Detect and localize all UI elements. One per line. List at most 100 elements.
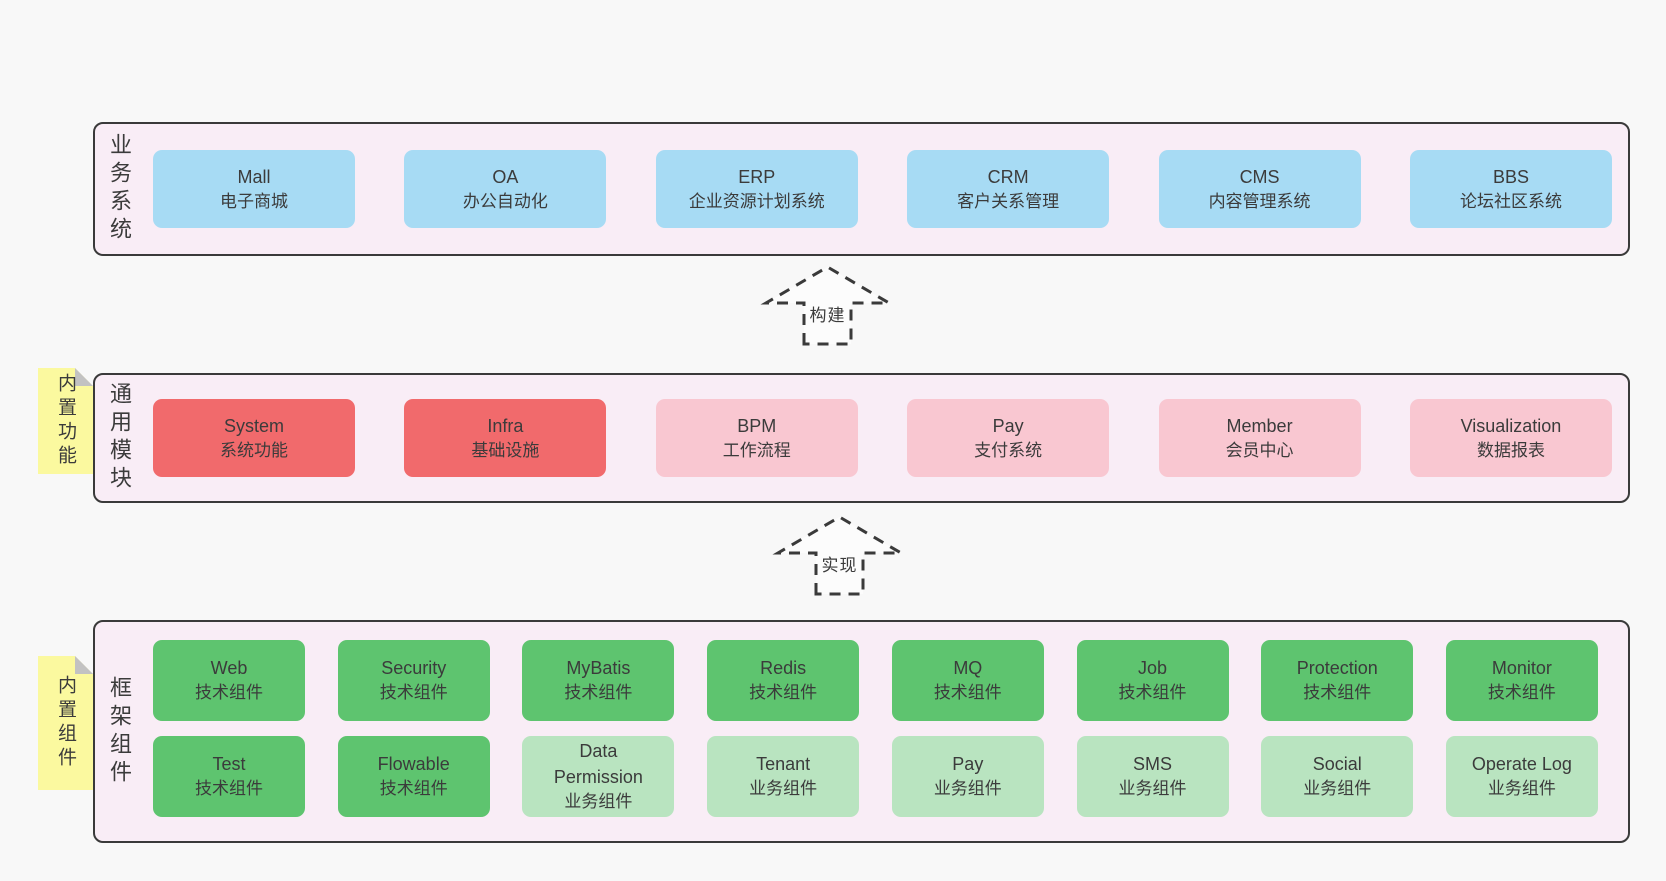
- box-pay-biz-en: Pay: [952, 754, 984, 775]
- box-web-en: Web: [210, 658, 248, 679]
- box-monitor-zh: 技术组件: [1487, 683, 1556, 703]
- box-job: Job 技术组件: [1076, 640, 1229, 721]
- box-erp: ERP 企业资源计划系统: [655, 150, 858, 228]
- box-flowable: Flowable 技术组件: [337, 736, 490, 817]
- box-job-en: Job: [1138, 658, 1168, 679]
- layer-modules-label: 通用模块: [107, 382, 132, 494]
- box-cms-en: CMS: [1239, 166, 1280, 187]
- box-bpm-zh: 工作流程: [722, 440, 791, 460]
- arrow-implement-label: 实现: [819, 550, 860, 577]
- box-visualization: Visualization 数据报表: [1409, 399, 1612, 477]
- box-redis-en: Redis: [760, 658, 807, 679]
- arrow-build-label: 构建: [807, 300, 848, 327]
- box-bpm-en: BPM: [737, 415, 777, 436]
- box-pay-zh: 支付系统: [974, 440, 1043, 460]
- box-infra: Infra 基础设施: [404, 399, 607, 477]
- box-social: Social 业务组件: [1261, 736, 1414, 817]
- box-security: Security 技术组件: [337, 640, 490, 721]
- note-built-in-functions: 内置功能: [38, 368, 93, 474]
- box-erp-zh: 企业资源计划系统: [688, 191, 825, 211]
- box-mall-en: Mall: [237, 166, 271, 187]
- box-mall: Mall 电子商城: [153, 150, 355, 228]
- box-monitor: Monitor 技术组件: [1445, 640, 1598, 721]
- box-infra-en: Infra: [487, 415, 524, 436]
- arrow-build: 构建: [760, 262, 895, 346]
- layer-business-label: 业务系统: [107, 133, 132, 245]
- box-mybatis: MyBatis 技术组件: [522, 640, 675, 721]
- box-test: Test 技术组件: [153, 736, 305, 817]
- box-system-zh: 系统功能: [220, 440, 288, 460]
- box-cms: CMS 内容管理系统: [1158, 150, 1361, 228]
- box-oa-en: OA: [492, 166, 519, 187]
- box-member: Member 会员中心: [1158, 399, 1361, 477]
- box-web: Web 技术组件: [153, 640, 305, 721]
- layer-components-label: 框架组件: [107, 675, 132, 788]
- box-pay-biz: Pay 业务组件: [891, 736, 1044, 817]
- box-tenant-zh: 业务组件: [749, 779, 818, 799]
- layer-framework-components: 框架组件 Web 技术组件 Security 技术组件 MyBatis 技术组件…: [93, 620, 1630, 843]
- box-protection-en: Protection: [1296, 658, 1378, 679]
- box-data-permission-en: Data Permission: [553, 741, 643, 788]
- box-social-zh: 业务组件: [1303, 779, 1372, 799]
- box-bbs-en: BBS: [1492, 166, 1529, 187]
- components-row-tech: Web 技术组件 Security 技术组件 MyBatis 技术组件 Redi…: [153, 640, 1598, 721]
- components-row-biz: Test 技术组件 Flowable 技术组件 Data Permission …: [153, 736, 1598, 817]
- layer-common-modules: 通用模块 System 系统功能 Infra 基础设施 BPM 工作流程 Pay…: [93, 373, 1630, 503]
- box-bbs-zh: 论坛社区系统: [1459, 191, 1562, 211]
- note-paper: [38, 656, 93, 790]
- box-infra-zh: 基础设施: [471, 440, 540, 460]
- box-redis: Redis 技术组件: [707, 640, 860, 721]
- note-built-in-components-label: 内置组件: [55, 675, 76, 771]
- box-data-permission-zh: 业务组件: [564, 792, 633, 812]
- box-mq-en: MQ: [953, 658, 983, 679]
- box-job-zh: 技术组件: [1118, 683, 1187, 703]
- box-pay-biz-zh: 业务组件: [933, 779, 1002, 799]
- note-built-in-components: 内置组件: [38, 656, 93, 790]
- box-flowable-en: Flowable: [377, 754, 450, 775]
- box-mq-zh: 技术组件: [933, 683, 1002, 703]
- box-protection-zh: 技术组件: [1303, 683, 1372, 703]
- box-system-en: System: [223, 415, 284, 436]
- box-sms-zh: 业务组件: [1118, 779, 1187, 799]
- box-sms-en: SMS: [1133, 754, 1173, 775]
- box-mybatis-zh: 技术组件: [564, 683, 633, 703]
- box-mybatis-en: MyBatis: [566, 658, 631, 679]
- box-pay-en: Pay: [992, 415, 1024, 436]
- box-crm-en: CRM: [987, 166, 1029, 187]
- layer-business-systems: 业务系统 Mall 电子商城 OA 办公自动化 ERP 企业资源计划系统 CRM…: [93, 122, 1630, 256]
- box-mq: MQ 技术组件: [891, 640, 1044, 721]
- box-operate-log-en: Operate Log: [1471, 754, 1572, 775]
- box-system: System 系统功能: [153, 399, 355, 477]
- note-built-in-functions-label: 内置功能: [55, 373, 76, 469]
- box-crm-zh: 客户关系管理: [957, 191, 1060, 211]
- box-redis-zh: 技术组件: [749, 683, 818, 703]
- box-visualization-zh: 数据报表: [1476, 440, 1545, 460]
- components-rows: Web 技术组件 Security 技术组件 MyBatis 技术组件 Redi…: [153, 640, 1598, 817]
- box-tenant-en: Tenant: [756, 754, 811, 775]
- arrow-implement: 实现: [772, 512, 907, 596]
- modules-row: System 系统功能 Infra 基础设施 BPM 工作流程 Pay 支付系统…: [153, 375, 1612, 501]
- box-web-zh: 技术组件: [195, 683, 263, 703]
- box-security-en: Security: [381, 658, 447, 679]
- box-security-zh: 技术组件: [379, 683, 448, 703]
- box-oa-zh: 办公自动化: [462, 191, 548, 211]
- box-member-en: Member: [1226, 415, 1293, 436]
- box-flowable-zh: 技术组件: [379, 779, 448, 799]
- business-row: Mall 电子商城 OA 办公自动化 ERP 企业资源计划系统 CRM 客户关系…: [153, 124, 1612, 254]
- box-operate-log: Operate Log 业务组件: [1445, 736, 1598, 817]
- box-tenant: Tenant 业务组件: [707, 736, 860, 817]
- box-test-zh: 技术组件: [195, 779, 263, 799]
- box-visualization-en: Visualization: [1460, 415, 1562, 436]
- box-data-permission: Data Permission 业务组件: [522, 736, 675, 817]
- box-bpm: BPM 工作流程: [655, 399, 858, 477]
- box-member-zh: 会员中心: [1225, 440, 1294, 460]
- box-protection: Protection 技术组件: [1261, 640, 1414, 721]
- note-fold-corner-icon: [75, 368, 93, 386]
- box-mall-zh: 电子商城: [220, 191, 288, 211]
- box-sms: SMS 业务组件: [1076, 736, 1229, 817]
- box-oa: OA 办公自动化: [404, 150, 607, 228]
- box-social-en: Social: [1312, 754, 1362, 775]
- box-monitor-en: Monitor: [1491, 658, 1552, 679]
- box-pay: Pay 支付系统: [907, 399, 1110, 477]
